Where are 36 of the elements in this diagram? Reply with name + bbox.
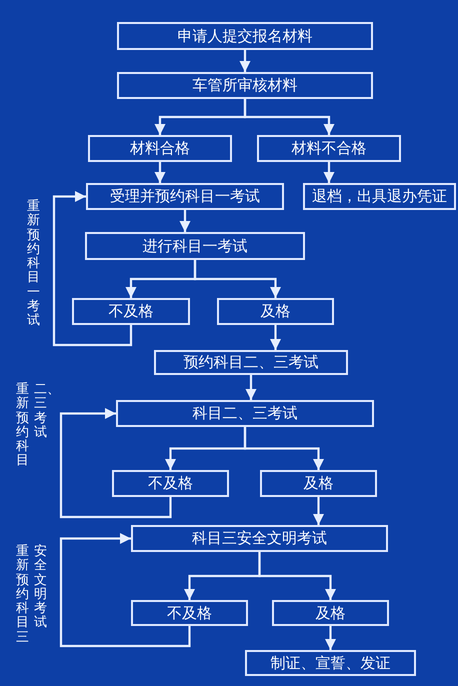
process-box: 制证、宣誓、发证 bbox=[245, 650, 416, 676]
process-box: 进行科目一考试 bbox=[85, 232, 305, 260]
process-box: 不及格 bbox=[131, 600, 248, 626]
process-box: 退档，出具退办凭证 bbox=[303, 183, 456, 210]
process-box: 预约科目二、三考试 bbox=[154, 350, 348, 375]
arrow bbox=[244, 427, 324, 470]
process-box: 及格 bbox=[260, 470, 377, 497]
process-box: 材料不合格 bbox=[257, 135, 401, 162]
process-box: 车管所审核材料 bbox=[117, 72, 373, 99]
arrow bbox=[180, 210, 190, 232]
arrow bbox=[270, 325, 281, 350]
arrow bbox=[244, 99, 334, 135]
arrow bbox=[324, 162, 334, 183]
arrow bbox=[313, 497, 324, 525]
process-box: 受理并预约科目一考试 bbox=[86, 183, 284, 210]
vertical-note: 安全文明考试 bbox=[34, 545, 47, 631]
vertical-note: 重新预约科目三 bbox=[16, 545, 29, 646]
process-box: 科目二、三考试 bbox=[116, 400, 374, 427]
arrow bbox=[60, 408, 172, 518]
process-box: 科目三安全文明考试 bbox=[131, 525, 388, 552]
arrow bbox=[154, 162, 166, 183]
process-box: 及格 bbox=[272, 600, 389, 626]
arrow bbox=[246, 375, 256, 400]
arrow bbox=[52, 191, 132, 346]
process-box: 不及格 bbox=[72, 298, 190, 325]
vertical-note: 重新预约科目一考试 bbox=[27, 200, 40, 329]
arrow bbox=[325, 626, 336, 650]
process-box: 及格 bbox=[217, 298, 334, 325]
vertical-note: 重新预约科目 bbox=[16, 383, 29, 469]
process-box: 申请人提交报名材料 bbox=[117, 22, 373, 50]
arrow bbox=[60, 533, 191, 648]
process-box: 不及格 bbox=[112, 470, 229, 497]
arrow bbox=[194, 260, 281, 298]
arrow bbox=[258, 552, 336, 600]
arrow bbox=[240, 50, 250, 72]
process-box: 材料合格 bbox=[88, 135, 232, 162]
